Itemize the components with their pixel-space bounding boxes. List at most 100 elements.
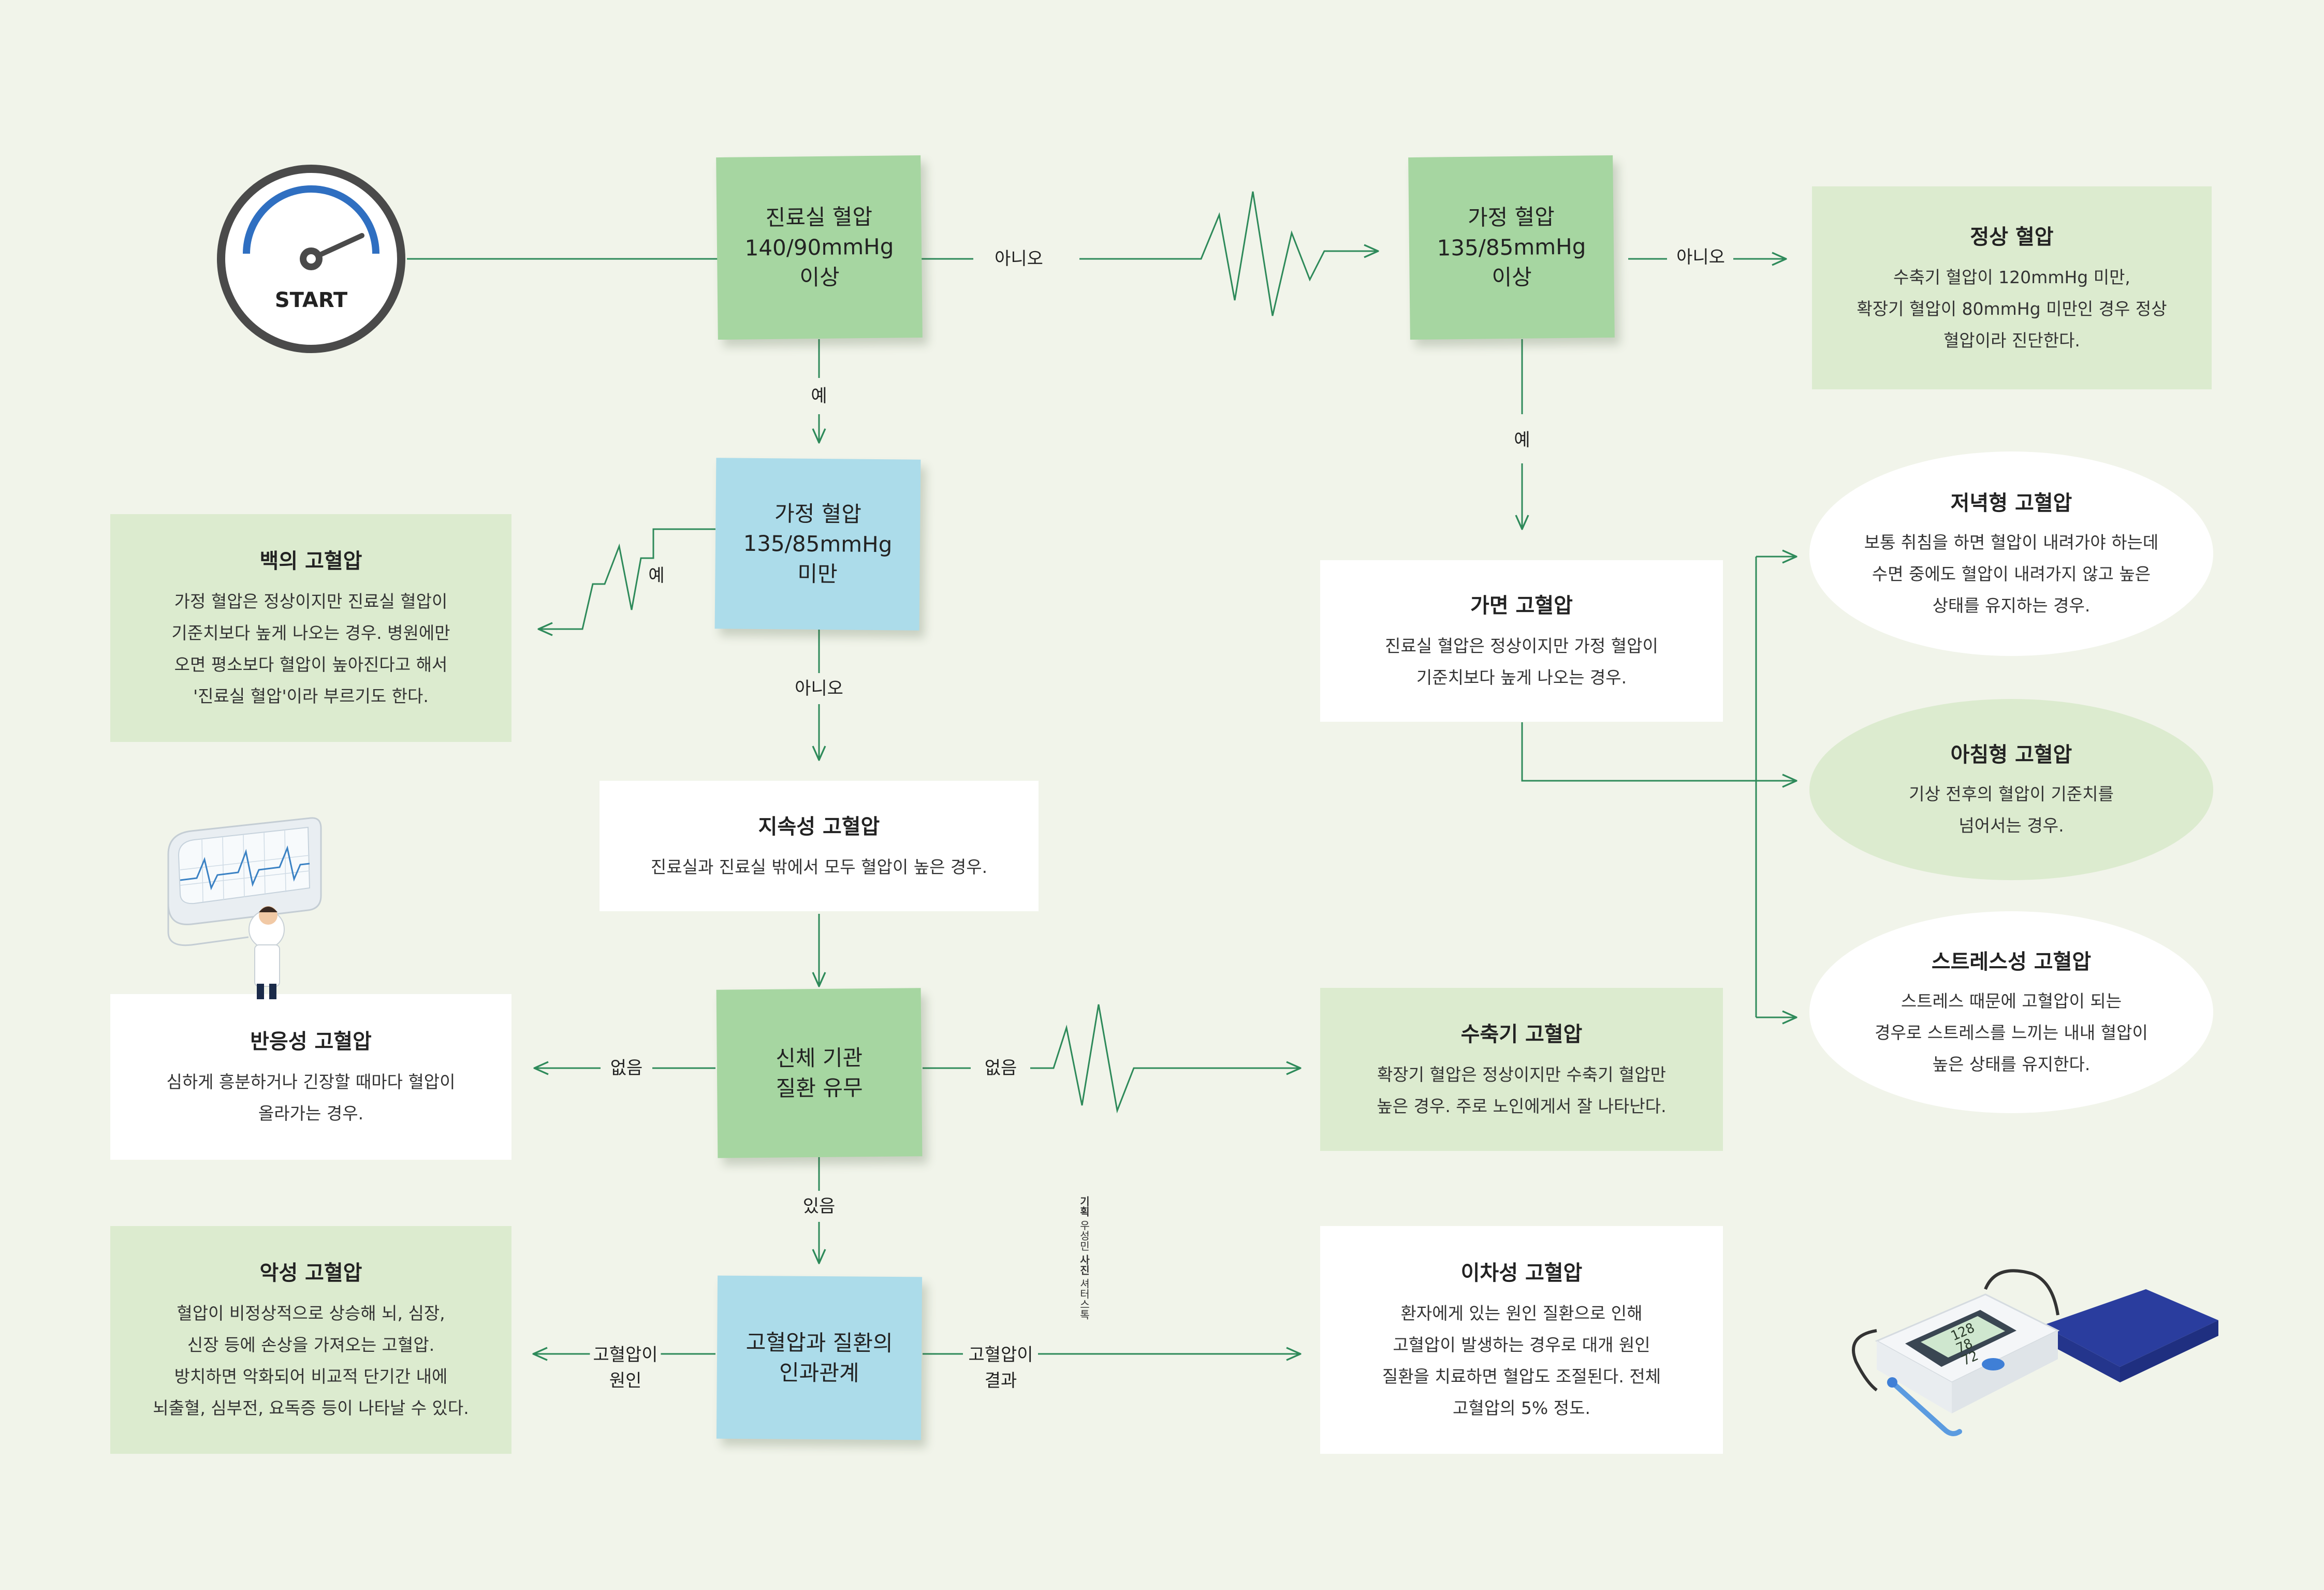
note-homemid-line3: 미만 [797,561,838,587]
box-systolic-line: 확장기 혈압은 정상이지만 수축기 혈압만 [1377,1064,1667,1085]
ecg-monitor-illustration [167,817,322,999]
edge-label-yes-hometop: 예 [1511,427,1533,453]
credit-photo-label: 사진 [1078,1254,1090,1275]
edge-label-no-homemid: 아니오 [792,676,846,702]
box-reactive-title: 반응성 고혈압 [250,1030,372,1054]
box-masked-desc: 진료실 혈압은 정상이지만 가정 혈압이 기준치보다 높게 나오는 경우. [1385,630,1658,693]
note-clinic-line2: 140/90mmHg [744,234,894,261]
ellipse-stress-desc: 스트레스 때문에 고혈압이 되는 경우로 스트레스를 느끼는 내내 혈압이 높은… [1875,985,2148,1080]
box-malignant: 악성 고혈압 혈압이 비정상적으로 상승해 뇌, 심장, 신장 등에 손상을 가… [110,1226,511,1454]
box-white-coat-desc: 가정 혈압은 정상이지만 진료실 혈압이 기준치보다 높게 나오는 경우. 병원… [171,586,450,712]
line-homemid-yes-wave [544,528,715,630]
edge-label-yes-homemid: 예 [645,563,668,589]
edge-label-none-right: 없음 [981,1055,1020,1081]
box-white-coat-line: '진료실 혈압'이라 부르기도 한다. [193,686,429,706]
box-malignant-line: 방치하면 악화되어 비교적 단기간 내에 [174,1366,448,1387]
note-causal: 고혈압과 질환의 인과관계 [716,1275,923,1440]
ellipse-evening: 저녁형 고혈압 보통 취침을 하면 혈압이 내려가야 하는데 수면 중에도 혈압… [1809,451,2213,656]
box-masked: 가면 고혈압 진료실 혈압은 정상이지만 가정 혈압이 기준치보다 높게 나오는… [1320,560,1723,722]
box-white-coat: 백의 고혈압 가정 혈압은 정상이지만 진료실 혈압이 기준치보다 높게 나오는… [110,514,511,742]
line-clinic-no-wave [1079,191,1378,316]
credit-plan: 우성민 [1078,1220,1090,1251]
note-hometop-line2: 135/85mmHg [1437,234,1586,261]
edge-label-no-clinic: 아니오 [991,246,1046,272]
ellipse-stress-title: 스트레스성 고혈압 [1931,950,2092,974]
edge-label-result-line2: 결과 [984,1370,1017,1391]
box-systolic-line: 높은 경우. 주로 노인에게서 잘 나타난다. [1377,1096,1667,1116]
box-reactive-line: 심하게 흥분하거나 긴장할 때마다 혈압이 [166,1072,456,1092]
note-clinic-line3: 이상 [799,264,840,290]
box-sustained-line: 진료실과 진료실 밖에서 모두 혈압이 높은 경우. [650,856,988,877]
box-white-coat-line: 가정 혈압은 정상이지만 진료실 혈압이 [174,591,448,611]
edge-label-yes-clinic: 예 [808,383,830,409]
credit-plan-label: 기획 [1078,1196,1090,1217]
box-secondary-line: 고혈압이 발생하는 경우로 대개 원인 [1393,1335,1650,1355]
box-malignant-desc: 혈압이 비정상적으로 상승해 뇌, 심장, 신장 등에 손상을 가져오는 고혈압… [153,1297,469,1424]
note-hometop-line3: 이상 [1492,264,1532,290]
start-gauge-icon: START [217,165,405,353]
note-clinic-bp: 진료실 혈압 140/90mmHg 이상 [716,155,923,340]
box-white-coat-line: 오면 평소보다 혈압이 높아진다고 해서 [174,654,448,675]
note-home-bp-mid: 가정 혈압 135/85mmHg 미만 [714,458,921,631]
edge-label-none-left: 없음 [607,1055,646,1081]
note-causal-line2: 인과관계 [779,1359,859,1386]
credit-photo: 셔터스톡 [1078,1278,1090,1320]
ellipse-evening-line: 상태를 유지하는 경우. [1932,595,2091,616]
box-malignant-title: 악성 고혈압 [259,1261,362,1285]
box-secondary-desc: 환자에게 있는 원인 질환으로 인해 고혈압이 발생하는 경우로 대개 원인 질… [1382,1297,1661,1424]
box-masked-title: 가면 고혈압 [1470,594,1573,618]
box-secondary: 이차성 고혈압 환자에게 있는 원인 질환으로 인해 고혈압이 발생하는 경우로… [1320,1226,1723,1454]
box-normal-title: 정상 혈압 [1970,225,2054,249]
box-white-coat-line: 기준치보다 높게 나오는 경우. 병원에만 [171,623,450,643]
box-secondary-title: 이차성 고혈압 [1460,1261,1583,1285]
box-sustained-title: 지속성 고혈압 [758,814,880,839]
box-reactive-desc: 심하게 흥분하거나 긴장할 때마다 혈압이 올라가는 경우. [166,1066,455,1129]
box-normal-desc: 수축기 혈압이 120mmHg 미만, 확장기 혈압이 80mmHg 미만인 경… [1857,261,2167,356]
note-home-bp-top: 가정 혈압 135/85mmHg 이상 [1408,155,1615,340]
box-normal-line: 수축기 혈압이 120mmHg 미만, [1893,267,2130,287]
ellipse-evening-desc: 보통 취침을 하면 혈압이 내려가야 하는데 수면 중에도 혈압이 내려가지 않… [1864,527,2159,621]
box-malignant-line: 신장 등에 손상을 가져오는 고혈압. [187,1335,435,1355]
box-normal-line: 혈압이라 진단한다. [1943,330,2080,351]
blood-pressure-monitor-illustration: 128 78 72 [1852,1269,2218,1436]
edge-label-exists: 있음 [799,1193,839,1219]
box-masked-line: 진료실 혈압은 정상이지만 가정 혈압이 [1385,636,1658,656]
box-sustained: 지속성 고혈압 진료실과 진료실 밖에서 모두 혈압이 높은 경우. [600,781,1039,911]
ellipse-evening-title: 저녁형 고혈압 [1950,491,2072,515]
edge-label-result-line1: 고혈압이 [968,1345,1033,1365]
note-causal-line1: 고혈압과 질환의 [746,1329,893,1356]
box-secondary-line: 질환을 치료하면 혈압도 조절된다. 전체 [1382,1366,1661,1387]
ellipse-morning: 아침형 고혈압 기상 전후의 혈압이 기준치를 넘어서는 경우. [1809,699,2213,880]
ellipse-stress-line: 경우로 스트레스를 느끼는 내내 혈압이 [1875,1022,2148,1043]
note-homemid-line2: 135/85mmHg [743,530,893,558]
edge-label-cause-line1: 고혈압이 [593,1345,658,1365]
note-organ: 신체 기관 질환 유무 [716,988,923,1158]
box-systolic-desc: 확장기 혈압은 정상이지만 수축기 혈압만 높은 경우. 주로 노인에게서 잘 … [1377,1059,1666,1122]
note-clinic-line1: 진료실 혈압 [765,203,873,231]
note-homemid-line1: 가정 혈압 [774,501,862,527]
line-masked-morning [1521,722,1796,781]
edge-label-no-hometop: 아니오 [1673,244,1728,270]
edge-label-cause-line2: 원인 [609,1370,642,1391]
edge-label-cause: 고혈압이 원인 [590,1342,661,1394]
note-organ-line2: 질환 유무 [776,1074,863,1101]
ellipse-morning-title: 아침형 고혈압 [1950,743,2072,767]
box-normal-line: 확장기 혈압이 80mmHg 미만인 경우 정상 [1857,298,2167,319]
note-hometop-line1: 가정 혈압 [1467,204,1555,230]
box-malignant-line: 혈압이 비정상적으로 상승해 뇌, 심장, [177,1303,445,1323]
ellipse-morning-line: 넘어서는 경우. [1958,815,2064,836]
box-reactive-line: 올라가는 경우. [258,1103,364,1124]
box-systolic-title: 수축기 고혈압 [1460,1022,1583,1046]
box-malignant-line: 뇌출혈, 심부전, 요독증 등이 나타날 수 있다. [153,1398,469,1418]
ellipse-morning-line: 기상 전후의 혈압이 기준치를 [1909,784,2114,804]
line-organ-right-wave [1030,1004,1300,1114]
ellipse-morning-desc: 기상 전후의 혈압이 기준치를 넘어서는 경우. [1909,778,2114,841]
box-secondary-line: 환자에게 있는 원인 질환으로 인해 [1400,1303,1643,1323]
box-white-coat-title: 백의 고혈압 [259,549,362,573]
note-organ-line1: 신체 기관 [776,1044,863,1071]
box-normal: 정상 혈압 수축기 혈압이 120mmHg 미만, 확장기 혈압이 80mmHg… [1812,186,2212,389]
start-label: START [275,288,348,312]
ellipse-evening-line: 수면 중에도 혈압이 내려가지 않고 높은 [1872,564,2151,584]
